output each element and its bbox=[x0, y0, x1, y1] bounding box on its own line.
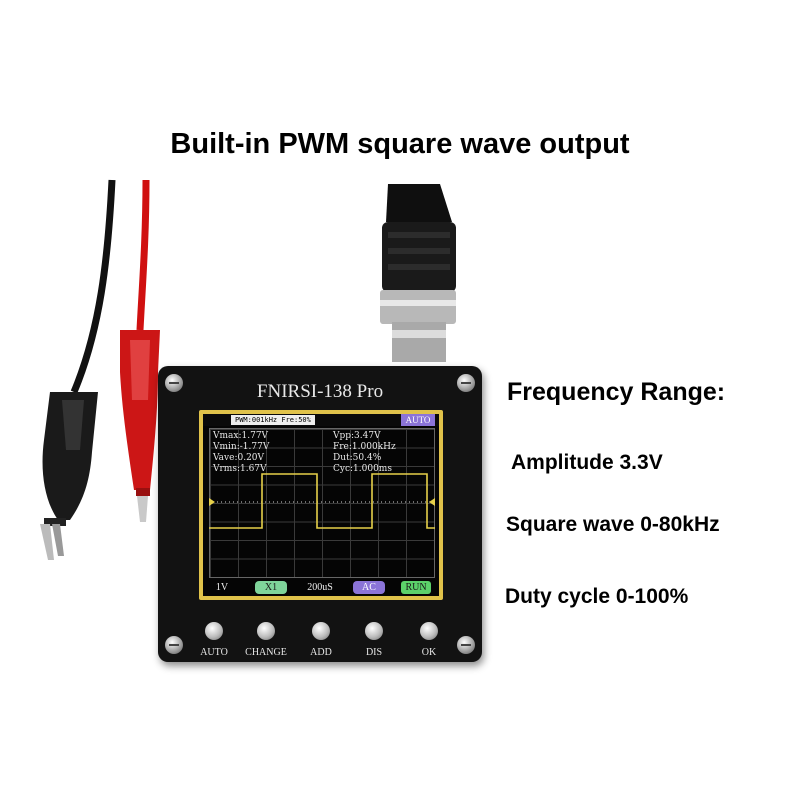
add-button[interactable] bbox=[312, 622, 330, 640]
readout-vmax: Vmax:1.77V bbox=[213, 431, 269, 441]
auto-button-label: AUTO bbox=[200, 647, 228, 658]
readout-duty: Dut:50.4% bbox=[333, 453, 382, 463]
spec-title: Frequency Range: bbox=[507, 378, 726, 406]
change-button[interactable] bbox=[257, 622, 275, 640]
pwm-status: PWM:001kHz Fre:50% bbox=[231, 415, 315, 425]
oscilloscope-screen: PWM:001kHz Fre:50% AUTO Vmax:1.77V Vmin:… bbox=[203, 414, 439, 596]
dis-button[interactable] bbox=[365, 622, 383, 640]
black-clip bbox=[40, 392, 98, 560]
spec-square-wave: Square wave 0-80kHz bbox=[506, 513, 720, 536]
red-clip bbox=[120, 330, 160, 522]
ok-button-label: OK bbox=[421, 647, 437, 658]
red-cable bbox=[136, 179, 150, 331]
screen-bezel: PWM:001kHz Fre:50% AUTO Vmax:1.77V Vmin:… bbox=[199, 410, 443, 600]
oscilloscope-device: FNIRSI-138 Pro PWM:001kHz Fre:50% AUTO V… bbox=[158, 366, 482, 662]
spec-amplitude: Amplitude 3.3V bbox=[511, 451, 663, 474]
square-wave-trace bbox=[209, 473, 435, 529]
auto-button[interactable] bbox=[205, 622, 223, 640]
readout-cycle: Cyc:1.000ms bbox=[333, 464, 392, 474]
readout-frequency: Fre:1.000kHz bbox=[333, 442, 396, 452]
screw-icon bbox=[165, 636, 183, 654]
readout-vpp: Vpp:3.47V bbox=[333, 431, 381, 441]
readout-vmin: Vmin:-1.77V bbox=[213, 442, 270, 452]
screen-bottom-bar: 1V X1 200uS AC RUN bbox=[203, 578, 439, 596]
readout-vrms: Vrms:1.67V bbox=[213, 464, 267, 474]
probe-badge[interactable]: X1 bbox=[255, 581, 287, 594]
add-button-label: ADD bbox=[310, 647, 332, 658]
trigger-level-icon bbox=[429, 498, 435, 506]
ok-button[interactable] bbox=[420, 622, 438, 640]
device-brand: FNIRSI-138 Pro bbox=[256, 381, 384, 402]
dis-button-label: DIS bbox=[365, 647, 383, 658]
black-cable bbox=[70, 179, 116, 394]
coupling-badge[interactable]: AC bbox=[353, 581, 385, 594]
readout-vave: Vave:0.20V bbox=[213, 453, 265, 463]
screen-top-bar: PWM:001kHz Fre:50% AUTO bbox=[203, 414, 439, 426]
run-badge[interactable]: RUN bbox=[401, 581, 431, 594]
bnc-connector bbox=[380, 184, 456, 362]
headline: Built-in PWM square wave output bbox=[170, 128, 630, 160]
spec-duty-cycle: Duty cycle 0-100% bbox=[505, 585, 689, 608]
time-per-div[interactable]: 200uS bbox=[307, 582, 333, 593]
volts-per-div[interactable]: 1V bbox=[215, 582, 229, 593]
screw-icon bbox=[165, 374, 183, 392]
mode-badge[interactable]: AUTO bbox=[401, 414, 435, 426]
waveform-grid bbox=[209, 428, 435, 578]
screw-icon bbox=[457, 374, 475, 392]
trigger-marker-icon bbox=[209, 498, 215, 506]
change-button-label: CHANGE bbox=[245, 647, 287, 658]
screw-icon bbox=[457, 636, 475, 654]
